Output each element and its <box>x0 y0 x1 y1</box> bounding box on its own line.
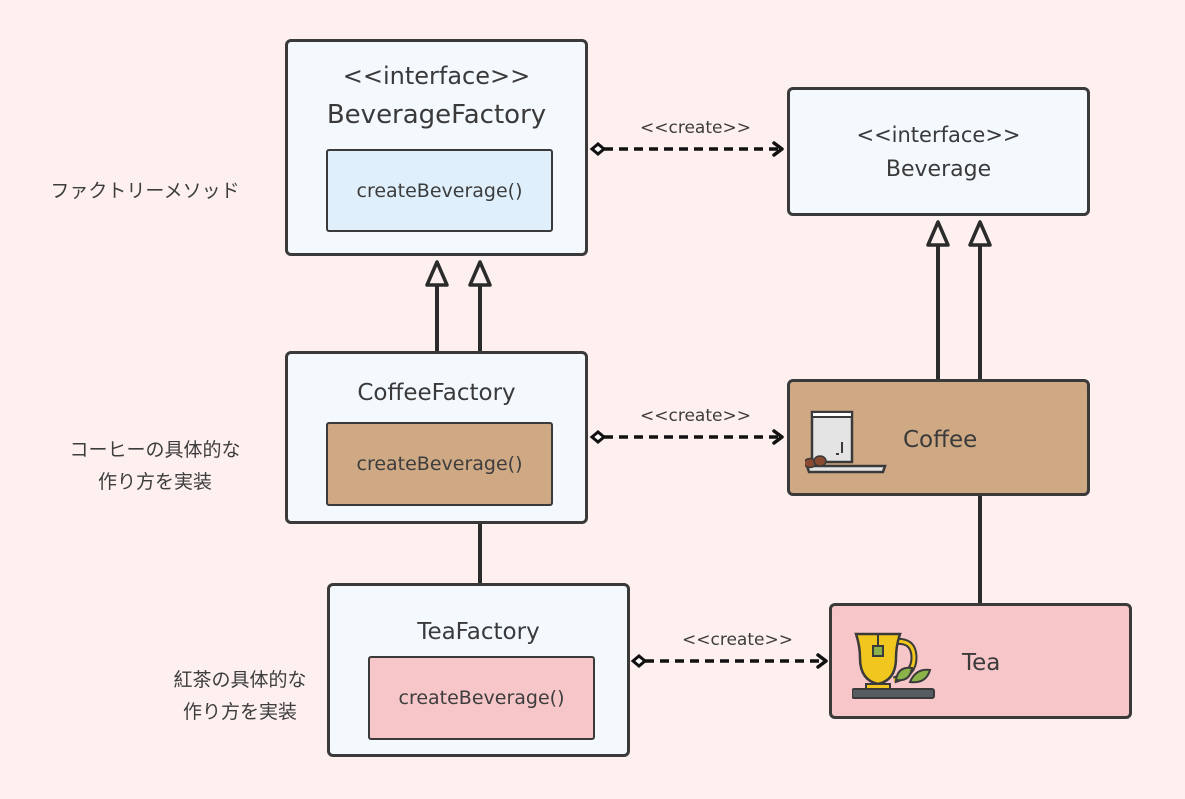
coffee-factory-class[interactable]: CoffeeFactory createBeverage() <box>285 351 588 524</box>
note-factory-method: ファクトリーメソッド <box>30 175 260 207</box>
method-create-beverage[interactable]: createBeverage() <box>326 422 553 506</box>
class-name: Coffee <box>903 427 978 453</box>
class-name: BeverageFactory <box>326 100 547 130</box>
beverage-factory-interface[interactable]: <<interface>> BeverageFactory createBeve… <box>285 39 588 256</box>
create-relation-label: <<create>> <box>682 630 793 650</box>
tea-factory-class[interactable]: TeaFactory createBeverage() <box>327 583 630 757</box>
diamond-marker <box>589 142 607 156</box>
arrowhead <box>772 429 784 445</box>
note-coffee-impl: コーヒーの具体的な 作り方を実装 <box>40 434 270 498</box>
stereotype-label: <<interface>> <box>856 123 1021 147</box>
class-name: Beverage <box>885 157 992 182</box>
diamond-marker <box>589 430 607 444</box>
note-text: 作り方を実装 <box>97 471 212 493</box>
class-name: Tea <box>962 650 1001 676</box>
note-text: 作り方を実装 <box>182 701 297 723</box>
diamond-marker <box>630 654 648 668</box>
method-label: createBeverage() <box>398 687 565 709</box>
class-name: TeaFactory <box>417 619 540 645</box>
inheritance-arrowhead <box>968 220 992 247</box>
create-relation-label: <<create>> <box>640 118 751 138</box>
beverage-interface[interactable]: <<interface>> Beverage <box>787 87 1090 216</box>
stereotype-label: <<interface>> <box>342 62 531 90</box>
class-name: CoffeeFactory <box>357 380 516 406</box>
method-create-beverage[interactable]: createBeverage() <box>368 656 595 740</box>
inheritance-arrowhead <box>425 260 449 287</box>
note-text: ファクトリーメソッド <box>50 180 240 202</box>
create-relation-label: <<create>> <box>640 406 751 426</box>
method-create-beverage[interactable]: createBeverage() <box>326 149 553 232</box>
note-text: 紅茶の具体的な <box>173 669 307 691</box>
arrowhead <box>772 141 784 157</box>
teacup-icon <box>852 632 935 699</box>
coffee-mug-icon <box>805 410 887 474</box>
method-label: createBeverage() <box>356 453 523 475</box>
arrowhead <box>816 653 828 669</box>
method-label: createBeverage() <box>356 179 523 202</box>
inheritance-arrowhead <box>926 220 950 247</box>
note-tea-impl: 紅茶の具体的な 作り方を実装 <box>140 664 340 728</box>
note-text: コーヒーの具体的な <box>69 439 241 461</box>
coffee-class[interactable]: Coffee <box>787 379 1090 496</box>
tea-class[interactable]: Tea <box>829 603 1132 719</box>
inheritance-arrowhead <box>468 260 492 287</box>
